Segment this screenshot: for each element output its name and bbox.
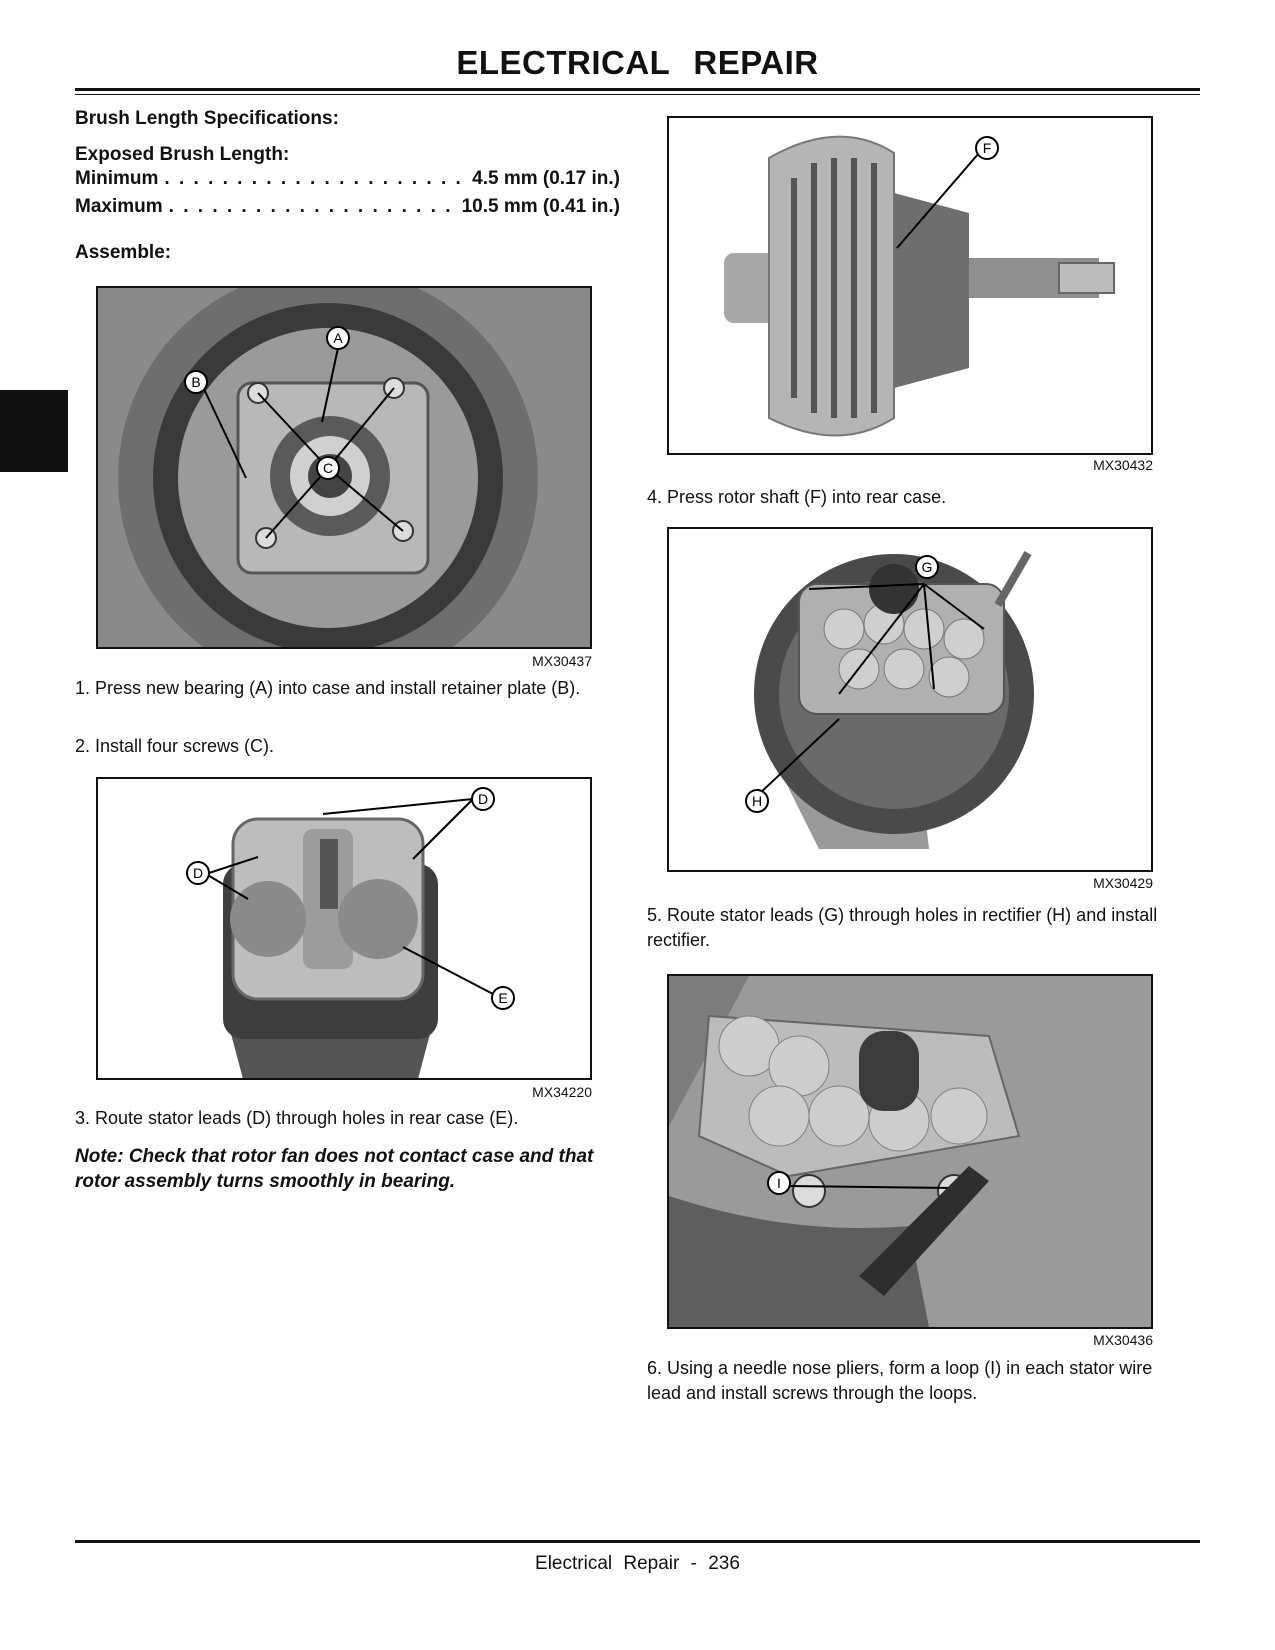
callout-label: D: [193, 865, 203, 881]
figure-caption: MX30436: [1093, 1332, 1153, 1348]
step-2: 2. Install four screws (C).: [75, 736, 275, 756]
step-4: 4. Press rotor shaft (F) into rear case.: [647, 487, 947, 507]
step-1: 1. Press new bearing (A) into case and i…: [75, 678, 581, 698]
spec-row-minimum: Minimum . . . . . . . . . . . . . . . . …: [75, 168, 620, 190]
spec-value: 4.5 mm (0.17 in.): [472, 168, 620, 189]
callout-label: A: [333, 330, 343, 346]
callout-label: I: [777, 1175, 781, 1191]
footer-rule: [75, 1540, 1200, 1543]
callout-label: C: [323, 460, 333, 476]
callout-label: E: [498, 990, 507, 1006]
figure-bearing-retainer: A B C: [96, 286, 592, 649]
spec-subheading: Exposed Brush Length:: [75, 144, 290, 165]
figure-rear-case-leads: D D E: [96, 777, 592, 1080]
callout-label: F: [983, 140, 992, 156]
page-title: ELECTRICAL REPAIR: [456, 44, 819, 81]
figure-caption: MX30429: [1093, 875, 1153, 891]
figure-rectifier-leads: G H: [667, 527, 1153, 872]
header-rule-thin: [75, 94, 1200, 95]
spec-heading: Brush Length Specifications:: [75, 108, 339, 129]
callout-label: D: [478, 791, 488, 807]
figure-rotor-shaft: F: [667, 116, 1153, 455]
page-footer: Electrical Repair - 236: [535, 1553, 740, 1574]
assemble-heading: Assemble:: [75, 242, 172, 263]
step-5: 5. Route stator leads (G) through holes …: [647, 905, 1158, 950]
spec-label: Minimum: [75, 168, 159, 189]
leader-dots: . . . . . . . . . . . . . . . . . . . . …: [168, 196, 456, 217]
figure-caption: MX30432: [1093, 457, 1153, 473]
figure-caption: MX30437: [532, 653, 592, 669]
spec-row-maximum: Maximum . . . . . . . . . . . . . . . . …: [75, 196, 620, 218]
callout-label: G: [922, 559, 933, 575]
figure-stator-loops: I: [667, 974, 1153, 1329]
header-rule: [75, 88, 1200, 91]
note-text: Note: Check that rotor fan does not cont…: [75, 1146, 594, 1192]
callout-label: B: [191, 374, 200, 390]
spec-label: Maximum: [75, 196, 163, 217]
figure-caption: MX34220: [532, 1084, 592, 1100]
step-3: 3. Route stator leads (D) through holes …: [75, 1108, 519, 1128]
spec-value: 10.5 mm (0.41 in.): [461, 196, 620, 217]
leader-dots: . . . . . . . . . . . . . . . . . . . . …: [164, 168, 466, 189]
section-tab: [0, 390, 68, 472]
step-6: 6. Using a needle nose pliers, form a lo…: [647, 1358, 1153, 1403]
callout-label: H: [752, 793, 762, 809]
